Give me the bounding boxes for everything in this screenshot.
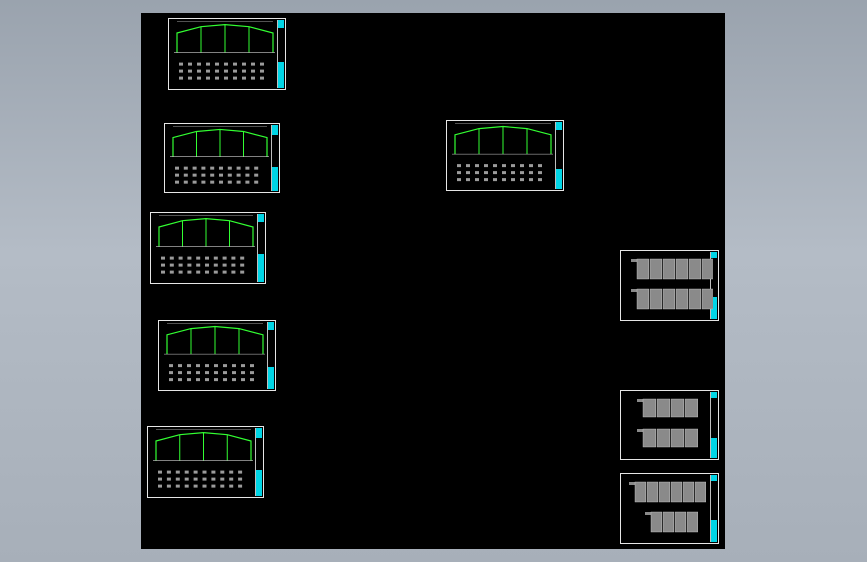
frame-elevation-drawing xyxy=(174,21,275,80)
sheet-frame-elevation-2[interactable] xyxy=(164,123,280,193)
drawing-canvas[interactable] xyxy=(141,13,725,549)
title-block xyxy=(555,122,562,189)
frame-elevation-drawing xyxy=(156,215,255,274)
frame-elevation-drawing xyxy=(153,429,253,488)
sheet-table-1[interactable] xyxy=(620,250,719,321)
frame-elevation-drawing xyxy=(164,323,265,382)
sheet-frame-elevation-6[interactable] xyxy=(446,120,564,191)
frame-elevation-drawing xyxy=(170,126,269,184)
sheet-table-2[interactable] xyxy=(620,390,719,460)
title-block xyxy=(257,214,264,282)
title-block xyxy=(255,428,262,496)
title-block xyxy=(277,20,284,88)
title-block xyxy=(271,125,278,191)
sheet-frame-elevation-3[interactable] xyxy=(150,212,266,284)
frame-elevation-drawing xyxy=(452,123,553,182)
sheet-table-3[interactable] xyxy=(620,473,719,544)
title-block xyxy=(710,475,717,542)
schedule-table-drawing xyxy=(629,481,707,533)
schedule-table-drawing xyxy=(631,258,713,310)
schedule-table-drawing xyxy=(637,398,699,448)
sheet-frame-elevation-4[interactable] xyxy=(158,320,276,391)
title-block xyxy=(267,322,274,389)
sheet-frame-elevation-5[interactable] xyxy=(147,426,264,498)
sheet-frame-elevation-1[interactable] xyxy=(168,18,286,90)
title-block xyxy=(710,252,717,319)
title-block xyxy=(710,392,717,458)
